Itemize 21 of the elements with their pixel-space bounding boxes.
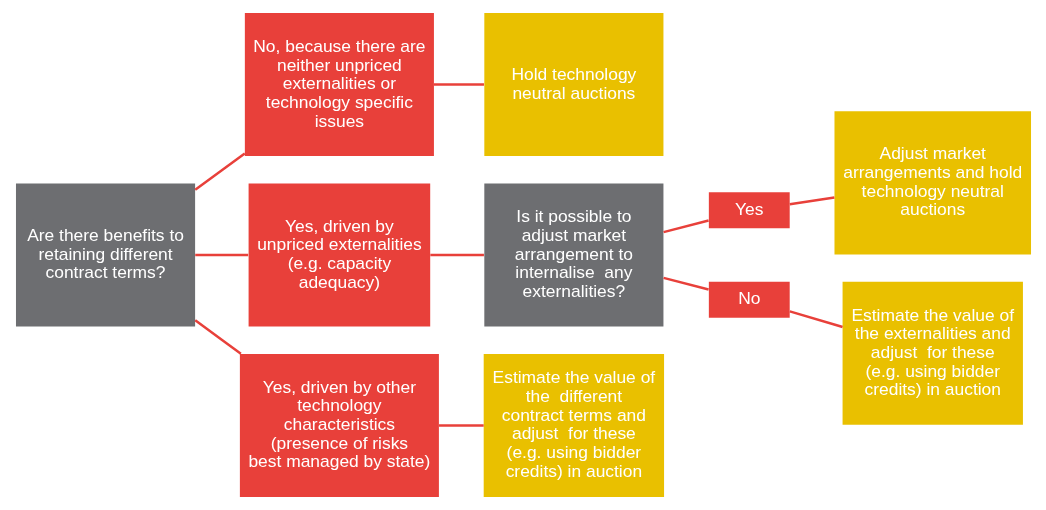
connector bbox=[662, 276, 709, 291]
connector bbox=[433, 83, 484, 86]
connector bbox=[789, 196, 835, 206]
node-box: Hold technology neutral auctions bbox=[483, 13, 663, 157]
connector bbox=[194, 152, 245, 191]
node-box: Are there benefits to retaining different contract terms? bbox=[15, 183, 195, 327]
node-box: Yes, driven by unpriced externalities (e.g. capacity adequacy) bbox=[248, 183, 430, 327]
node-box: Adjust market arrangements and hold technology neutral auctions bbox=[834, 111, 1031, 255]
node-box: Estimate the value of the externalities and adjust for these (e.g. using bidder credits) in auction bbox=[842, 281, 1023, 425]
node-box: Yes bbox=[708, 192, 790, 229]
node-box: Estimate the value of the different contract terms and adjust for these (e.g. using bidder credits) in auction bbox=[483, 353, 664, 497]
connector bbox=[429, 253, 484, 257]
node-box: No bbox=[708, 281, 790, 318]
connector bbox=[438, 424, 484, 427]
node-box: Is it possible to adjust market arrangement to internalise any externalities? bbox=[483, 183, 663, 327]
node-box: Yes, driven by other technology characteristics (presence of risks best managed by state) bbox=[239, 353, 439, 497]
connector bbox=[194, 253, 248, 257]
connector bbox=[194, 319, 242, 355]
connector bbox=[788, 310, 843, 329]
node-box: No, because there are neither unpriced externalities or technology specific issues bbox=[244, 13, 434, 157]
connector bbox=[662, 219, 709, 234]
